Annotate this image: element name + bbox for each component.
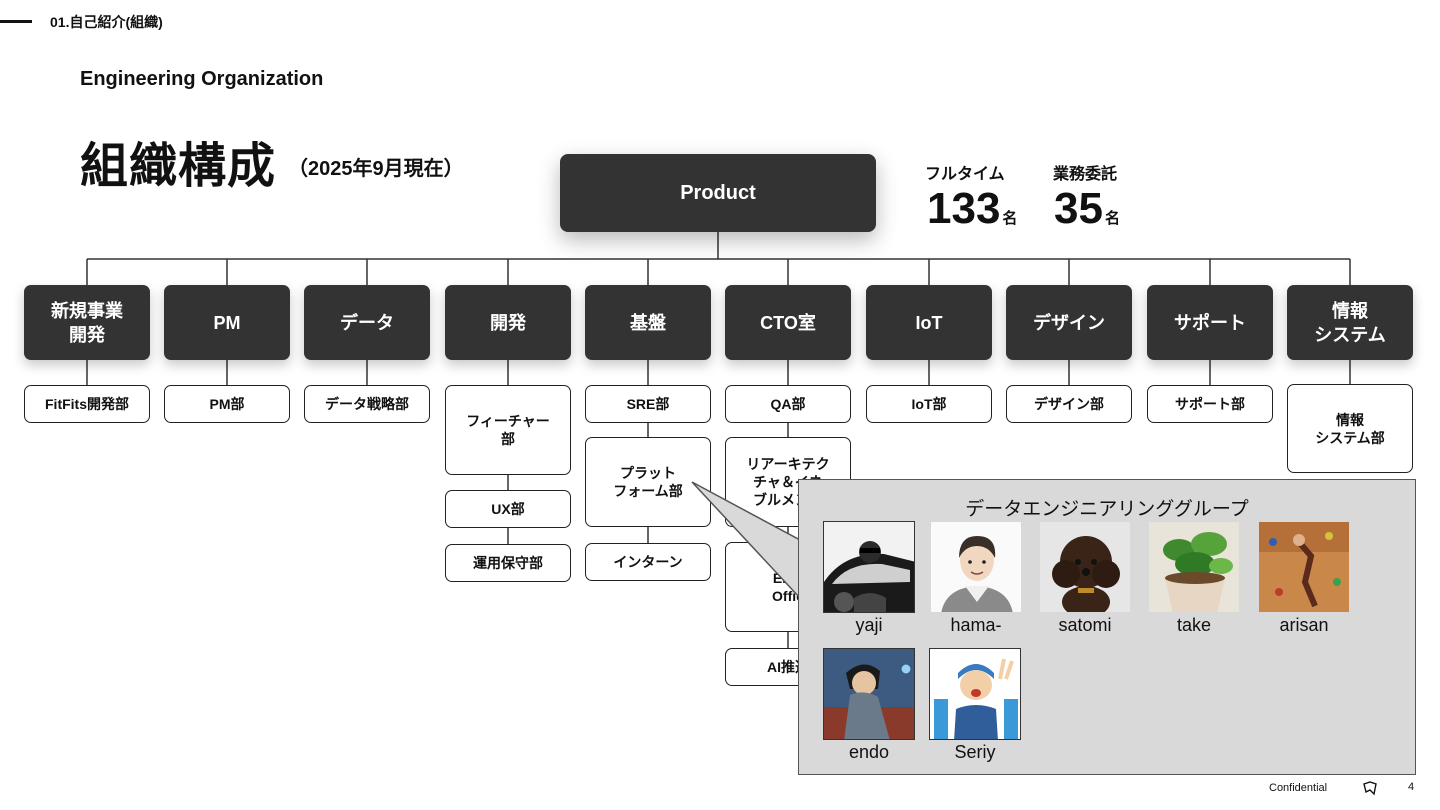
section-marker-line [0,20,32,23]
sub-support: サポート部 [1147,385,1273,423]
member-name: Seriy [954,742,996,762]
sub-fitfits: FitFits開発部 [24,385,150,423]
dept-infrastructure: 基盤 [585,285,711,360]
member-name: satomi [1058,615,1112,635]
data-engineering-popup: データエンジニアリンググループ yaji [798,479,1416,775]
anime-character-photo [823,648,915,740]
dept-design: デザイン [1006,285,1132,360]
member-card: hama- [927,521,1025,636]
dept-development: 開発 [445,285,571,360]
sub-feature: フィーチャー 部 [445,385,571,475]
sub-operations: 運用保守部 [445,544,571,582]
member-name: endo [848,742,890,762]
dept-cto-office: CTO室 [725,285,851,360]
title-date: （2025年9月現在） [288,158,464,180]
dept-data: データ [304,285,430,360]
dept-iot: IoT [866,285,992,360]
page-number: 4 [1408,781,1415,793]
dept-support: サポート [1147,285,1273,360]
plant-photo [1148,521,1240,613]
dog-photo [1039,521,1131,613]
popup-title: データエンジニアリンググループ [965,499,1249,520]
member-card: satomi [1036,521,1134,636]
stat-fulltime-label: フルタイム [925,166,1005,183]
root-product-node: Product [560,154,876,232]
member-card: yaji [820,521,918,636]
sub-platform: プラット フォーム部 [585,437,711,527]
sub-ux: UX部 [445,490,571,528]
member-card: take [1145,521,1243,636]
sub-pm: PM部 [164,385,290,423]
cartoon-worker-photo [929,648,1021,740]
sub-qa: QA部 [725,385,851,423]
sub-iot: IoT部 [866,385,992,423]
confidential-label: Confidential [1269,782,1328,794]
member-card: arisan [1255,521,1353,636]
dept-pm: PM [164,285,290,360]
sub-intern: インターン [585,543,711,581]
brand-logo-icon [1363,781,1377,796]
stat-contract-label: 業務委託 [1053,166,1118,183]
sub-info-systems: 情報 システム部 [1287,384,1413,473]
sub-design: デザイン部 [1006,385,1132,423]
dept-info-systems: 情報 システム [1287,285,1413,360]
sub-data-strategy: データ戦略部 [304,385,430,423]
climbing-photo [1258,521,1350,613]
member-name: take [1176,615,1212,635]
page-title: 組織構成 [80,140,277,193]
member-card: endo [820,648,918,763]
sub-sre: SRE部 [585,385,711,423]
member-name: arisan [1279,615,1329,635]
page-subtitle: Engineering Organization [80,68,324,90]
member-card: Seriy [926,648,1024,763]
member-name: yaji [855,615,883,635]
member-name: hama- [950,615,1002,635]
section-label: 01.自己紹介(組織) [50,14,163,30]
car-driver-photo [823,521,915,613]
dept-new-business: 新規事業 開発 [24,285,150,360]
illustrated-man-photo [930,521,1022,613]
